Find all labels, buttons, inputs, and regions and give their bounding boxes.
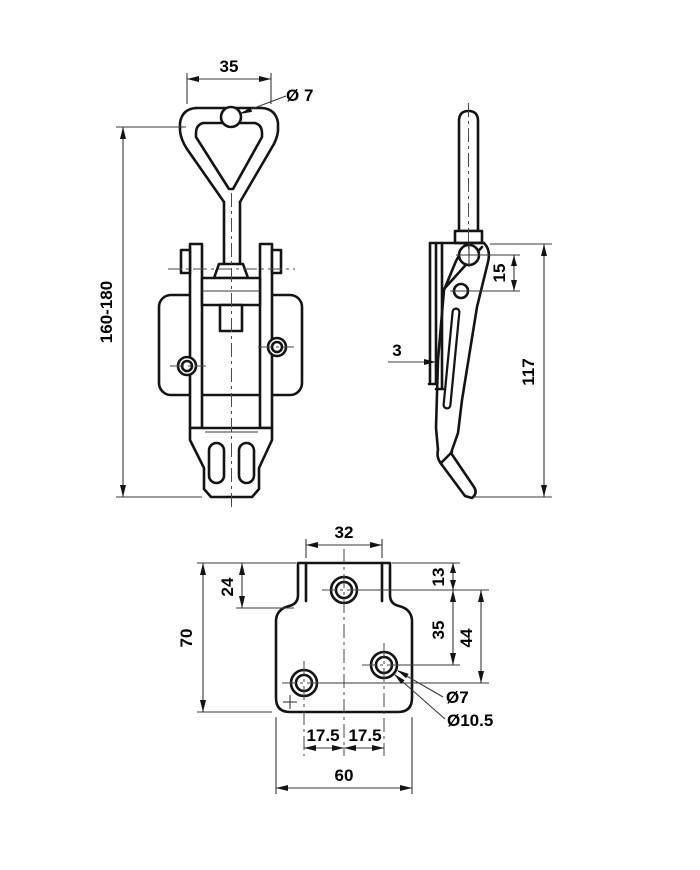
dim-label-160-180: 160-180 (97, 281, 116, 343)
side-lever (434, 241, 491, 500)
bail-hole (219, 105, 243, 129)
dim-front-height: 160-180 (97, 126, 202, 498)
side-plate-right (258, 242, 274, 430)
bail-inner (194, 121, 264, 191)
dim-plate-total-width: 60 (275, 717, 413, 794)
tab-right (270, 248, 283, 275)
side-view: 15 3 117 (388, 103, 552, 500)
dim-label-dia10-5: Ø10.5 (447, 711, 493, 730)
front-centerlines (168, 193, 295, 510)
dim-label-35-plate: 35 (429, 621, 448, 640)
dim-label-70: 70 (177, 629, 196, 648)
dim-label-dia7-front: Ø 7 (286, 86, 313, 105)
dim-label-24: 24 (218, 577, 237, 596)
tab-left (179, 248, 192, 275)
dim-label-44: 44 (457, 628, 476, 647)
dim-plate-top-height: 24 (218, 563, 294, 609)
plate-centerlines (282, 549, 406, 756)
dim-label-32: 32 (335, 523, 354, 542)
side-geometry (427, 109, 491, 500)
front-geometry (157, 105, 304, 499)
dim-plate-top-hole-offset: 13 (359, 562, 489, 591)
bail-outer-left (178, 106, 226, 204)
dim-label-117: 117 (519, 358, 538, 385)
dim-plate-total-height: 70 (177, 563, 272, 713)
dim-label-35: 35 (220, 57, 239, 76)
front-view: 35 Ø 7 160-180 (97, 57, 313, 510)
dim-plate-slot-width: 32 (305, 523, 383, 558)
plate-view: 32 24 70 13 (177, 523, 493, 794)
dim-front-hole-dia: Ø 7 (240, 86, 313, 114)
dim-label-15: 15 (490, 264, 509, 283)
dim-label-60: 60 (335, 766, 354, 785)
bracket-slot-left (207, 441, 226, 485)
dim-plate-hole-offsets: 17.5 17.5 (304, 726, 384, 751)
dim-plate-right-hole-drop: 35 (398, 590, 460, 666)
side-plate-left (188, 242, 204, 430)
bail-outer-right (238, 106, 280, 204)
dim-label-17-5-right: 17.5 (348, 726, 381, 745)
dim-label-3: 3 (392, 341, 401, 360)
dim-side-pivot-spacing: 15 (470, 254, 520, 292)
dim-label-17-5-left: 17.5 (306, 726, 339, 745)
bracket-slot-right (237, 441, 256, 485)
dim-side-height: 117 (474, 243, 552, 498)
dim-plate-hole-diameters: Ø7 Ø10.5 (394, 670, 493, 730)
dim-label-dia7: Ø7 (446, 688, 469, 707)
dim-label-13: 13 (429, 568, 448, 587)
dim-side-thickness: 3 (388, 341, 436, 365)
dim-front-width: 35 (186, 57, 272, 104)
